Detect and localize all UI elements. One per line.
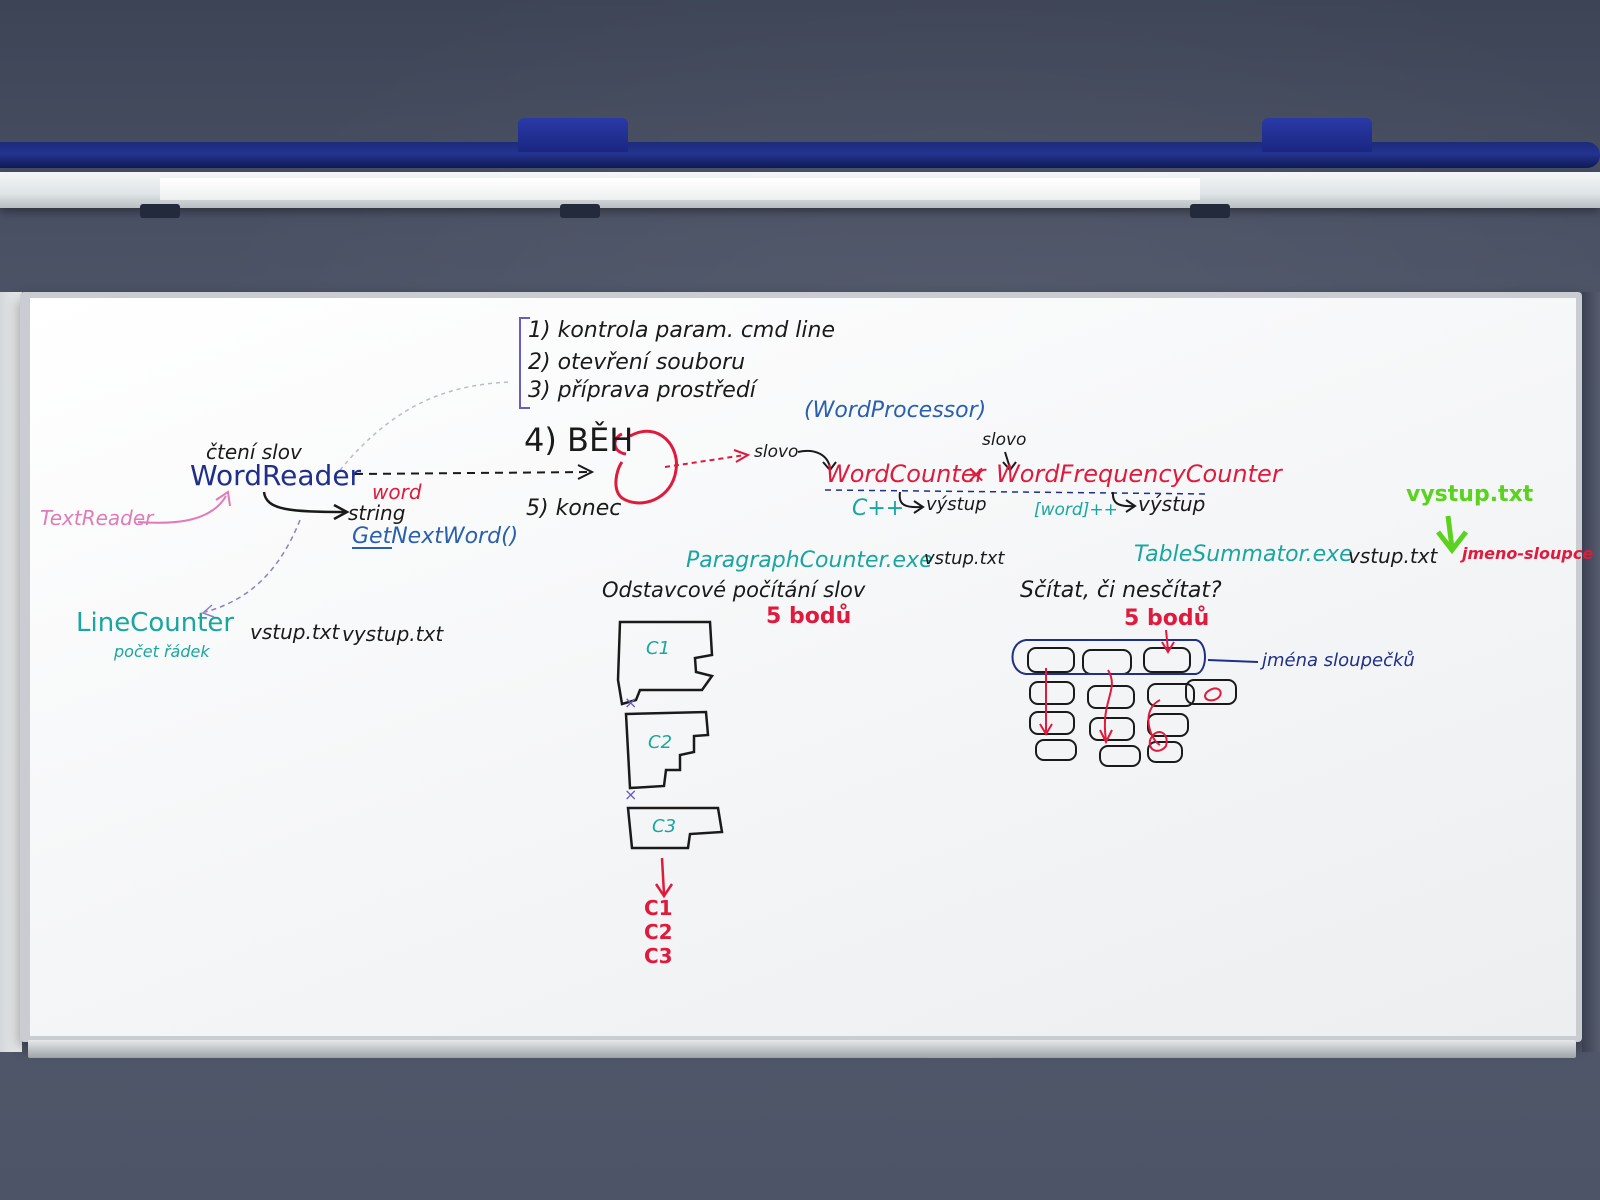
paragraph-input: vstup.txt: [924, 548, 1005, 569]
table-question: Sčítat, či nesčítat?: [1020, 578, 1222, 603]
block-c3-label: C3: [652, 816, 677, 837]
hung-paper: [160, 178, 1200, 200]
wordpp-label: [word]++: [1034, 500, 1118, 520]
paragraph-block-c1: [616, 620, 715, 706]
clip: [140, 204, 180, 218]
step-5: 5) konec: [526, 496, 622, 521]
step-2: 2) otevření souboru: [528, 350, 746, 375]
vystup-label-2: výstup: [1138, 492, 1206, 516]
wordreader-label: WordReader: [190, 459, 362, 492]
loop-circle: [614, 429, 678, 505]
clip: [560, 204, 600, 218]
clip: [1190, 204, 1230, 218]
slovo-top-label: slovo: [982, 430, 1027, 450]
linecounter-arrow: [204, 519, 301, 613]
dashed-arrow-beh: [354, 471, 591, 475]
wordfrequencycounter-label: WordFrequencyCounter: [996, 460, 1282, 488]
block-c2-label: C2: [648, 732, 673, 753]
whiteboard: [30, 298, 1576, 1036]
step-4: 4) BĚH: [524, 421, 634, 459]
cross-mark: ×: [624, 693, 637, 712]
word-label: word: [372, 480, 422, 504]
block-c1-label: C1: [646, 638, 671, 659]
pocet-radek-label: počet řádek: [114, 642, 210, 661]
paragraph-block-c2: [624, 710, 710, 790]
wordcounter-label: WordCounter: [826, 460, 986, 488]
table-output: vystup.txt: [1406, 482, 1534, 507]
steps-bracket: [519, 317, 530, 409]
paragraph-output-arrow: [660, 857, 666, 895]
red-arrow-slovo: [664, 454, 746, 468]
cteni-slov-label: čtení slov: [206, 440, 302, 464]
linecounter-label: LineCounter: [76, 608, 235, 638]
textreader-label: TextReader: [40, 506, 154, 530]
paragraph-desc: Odstavcové počítání slov: [602, 578, 866, 602]
column-headers-label: jména sloupečků: [1262, 650, 1415, 671]
linecounter-output: vystup.txt: [342, 622, 444, 646]
table-diagram: [1027, 647, 1237, 767]
output-c2: C2: [644, 920, 673, 944]
wordprocessor-label: (WordProcessor): [804, 398, 987, 423]
times-symbol: ×: [966, 460, 987, 488]
string-label: string: [348, 501, 406, 525]
step-3: 3) příprava prostředí: [528, 378, 756, 403]
adjacent-board-edge: [0, 292, 22, 1052]
cpp-label: C++: [852, 496, 905, 521]
rail-bracket-right: [1262, 118, 1372, 152]
cross-mark: ×: [624, 785, 637, 804]
rail-bracket-left: [518, 118, 628, 152]
output-c3: C3: [644, 944, 673, 968]
green-arrow: [1445, 515, 1455, 549]
step-1: 1) kontrola param. cmd line: [528, 318, 836, 343]
slovo-arrow-label: slovo: [754, 442, 799, 462]
table-points: 5 bodů: [1124, 606, 1210, 631]
vystup-label-1: výstup: [926, 494, 987, 515]
tablesummator-exe: TableSummator.exe: [1134, 542, 1353, 567]
paragraph-block-c3: [626, 806, 724, 850]
linecounter-input: vstup.txt: [250, 620, 340, 644]
processor-underline: [824, 489, 1211, 495]
marker-tray: [28, 1040, 1576, 1058]
table-input: vstup.txt: [1348, 544, 1438, 568]
textreader-arrow: [137, 495, 227, 524]
dashed-curve-top: [339, 381, 511, 471]
output-c1: C1: [644, 896, 673, 920]
getnextword-label: GetNextWord(): [352, 524, 519, 549]
column-name-arg: jmeno-sloupce: [1462, 544, 1594, 563]
paragraphcounter-exe: ParagraphCounter.exe: [686, 548, 933, 573]
header-outline: [1011, 639, 1206, 675]
paragraph-points: 5 bodů: [766, 604, 852, 629]
wall-shadow: [1582, 292, 1600, 1052]
